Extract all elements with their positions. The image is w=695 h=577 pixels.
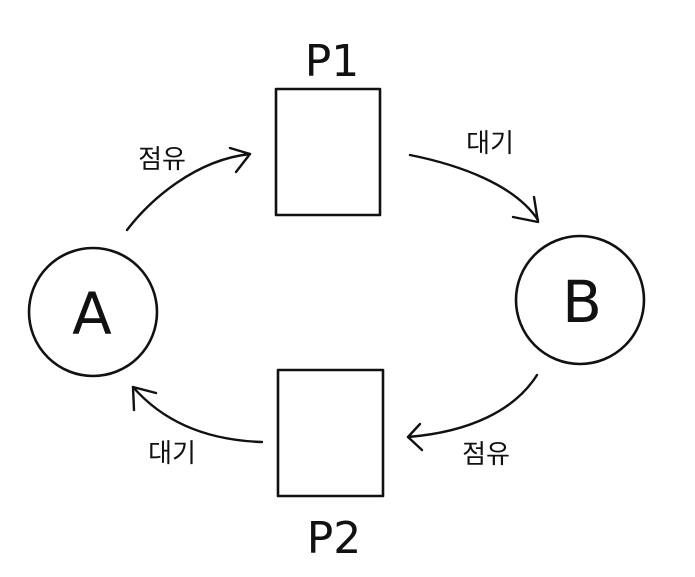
edge-p1-to-b-label: 대기 [466,129,514,159]
edge-p1-to-b-arrow [408,153,540,222]
resource-p1: P1 [274,36,382,217]
edge-a-to-p1-arrow [125,152,252,232]
process-a-label: A [72,280,112,348]
edge-p1-to-b-arrowhead [511,195,540,224]
resource-p1-label: P1 [305,36,360,87]
edge-a-to-p1: 점유 [125,145,252,232]
edge-p2-to-a: 대기 [131,385,264,469]
resource-p1-box [274,87,382,217]
edge-b-to-p2-label: 점유 [462,440,510,470]
edge-p2-to-a-label: 대기 [148,439,196,469]
process-b: B [514,234,646,366]
resource-p2: P2 [276,368,385,564]
edge-b-to-p2: 점유 [406,373,539,470]
resource-p2-box [276,368,385,498]
process-b-label: B [562,268,602,336]
edge-p1-to-b: 대기 [408,129,540,224]
resource-p2-label: P2 [307,513,362,564]
process-a-circle [27,246,159,378]
edge-p2-to-a-arrowhead [131,385,158,412]
edge-b-to-p2-arrow [406,373,539,439]
edge-a-to-p1-label: 점유 [138,145,186,175]
edge-p2-to-a-arrow [131,385,264,444]
edge-a-to-p1-arrowhead [228,146,252,174]
process-b-circle [514,234,646,366]
process-a: A [27,246,159,378]
edge-b-to-p2-arrowhead [406,422,424,452]
